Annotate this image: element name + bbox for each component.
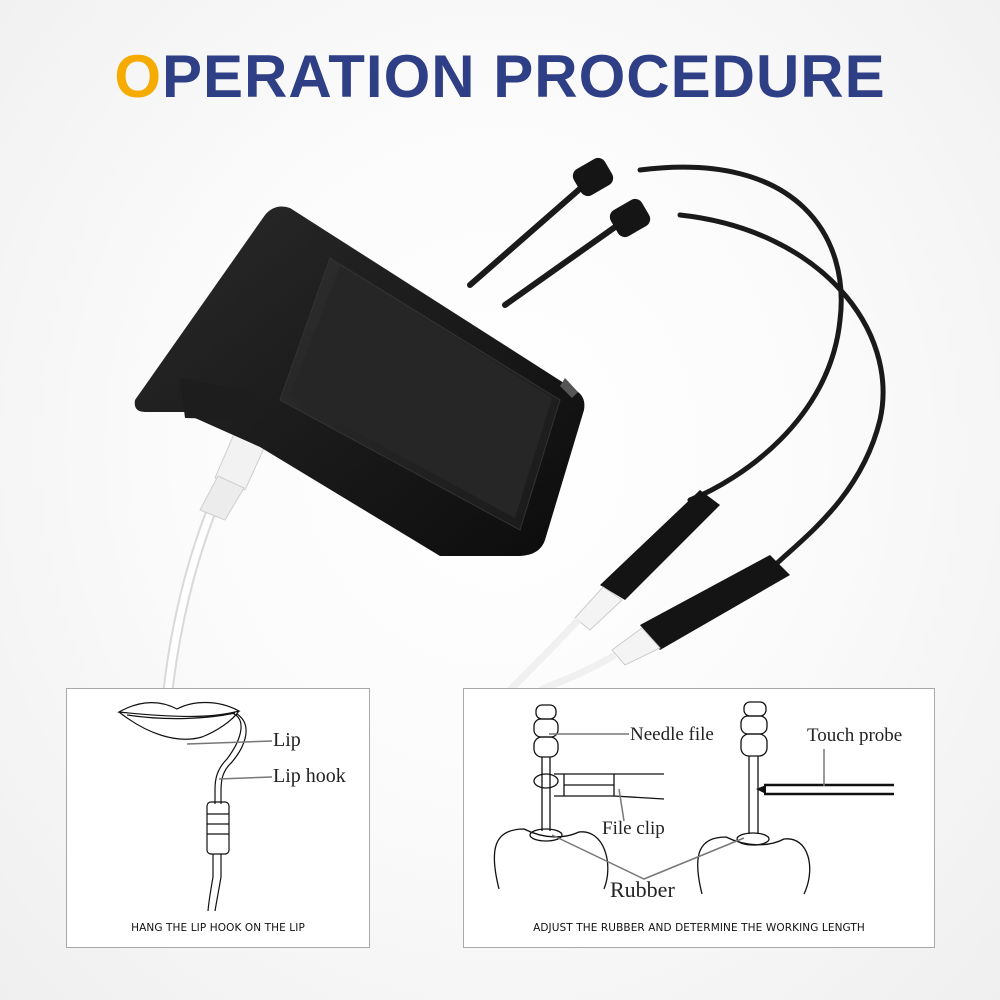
apex-locator-device [134,206,585,556]
label-touch-probe: Touch probe [807,725,903,746]
title-rest: PERATION PROCEDURE [162,43,886,110]
black-probe-cables [467,164,886,573]
label-lip-hook: Lip hook [273,765,346,787]
label-lip: Lip [273,729,301,751]
probe-clip-heads [572,157,651,238]
working-length-diagram [493,701,894,895]
label-rubber: Rubber [610,877,675,902]
step2-panel: Needle file Touch probe File clip Rubber… [463,688,935,948]
page-title: OPERATION PROCEDURE [0,42,1000,111]
title-first-letter: O [114,43,163,110]
label-file-clip: File clip [602,818,665,839]
device-white-cable [162,419,271,696]
step2-caption: ADJUST THE RUBBER AND DETERMINE THE WORK… [533,922,865,934]
lip-hook-diagram [117,701,273,912]
step1-caption: HANG THE LIP HOOK ON THE LIP [131,922,305,934]
step1-panel: Lip Lip hook HANG THE LIP HOOK ON THE LI… [66,688,370,948]
label-needle-file: Needle file [630,724,714,745]
probe-connectors [507,490,790,694]
